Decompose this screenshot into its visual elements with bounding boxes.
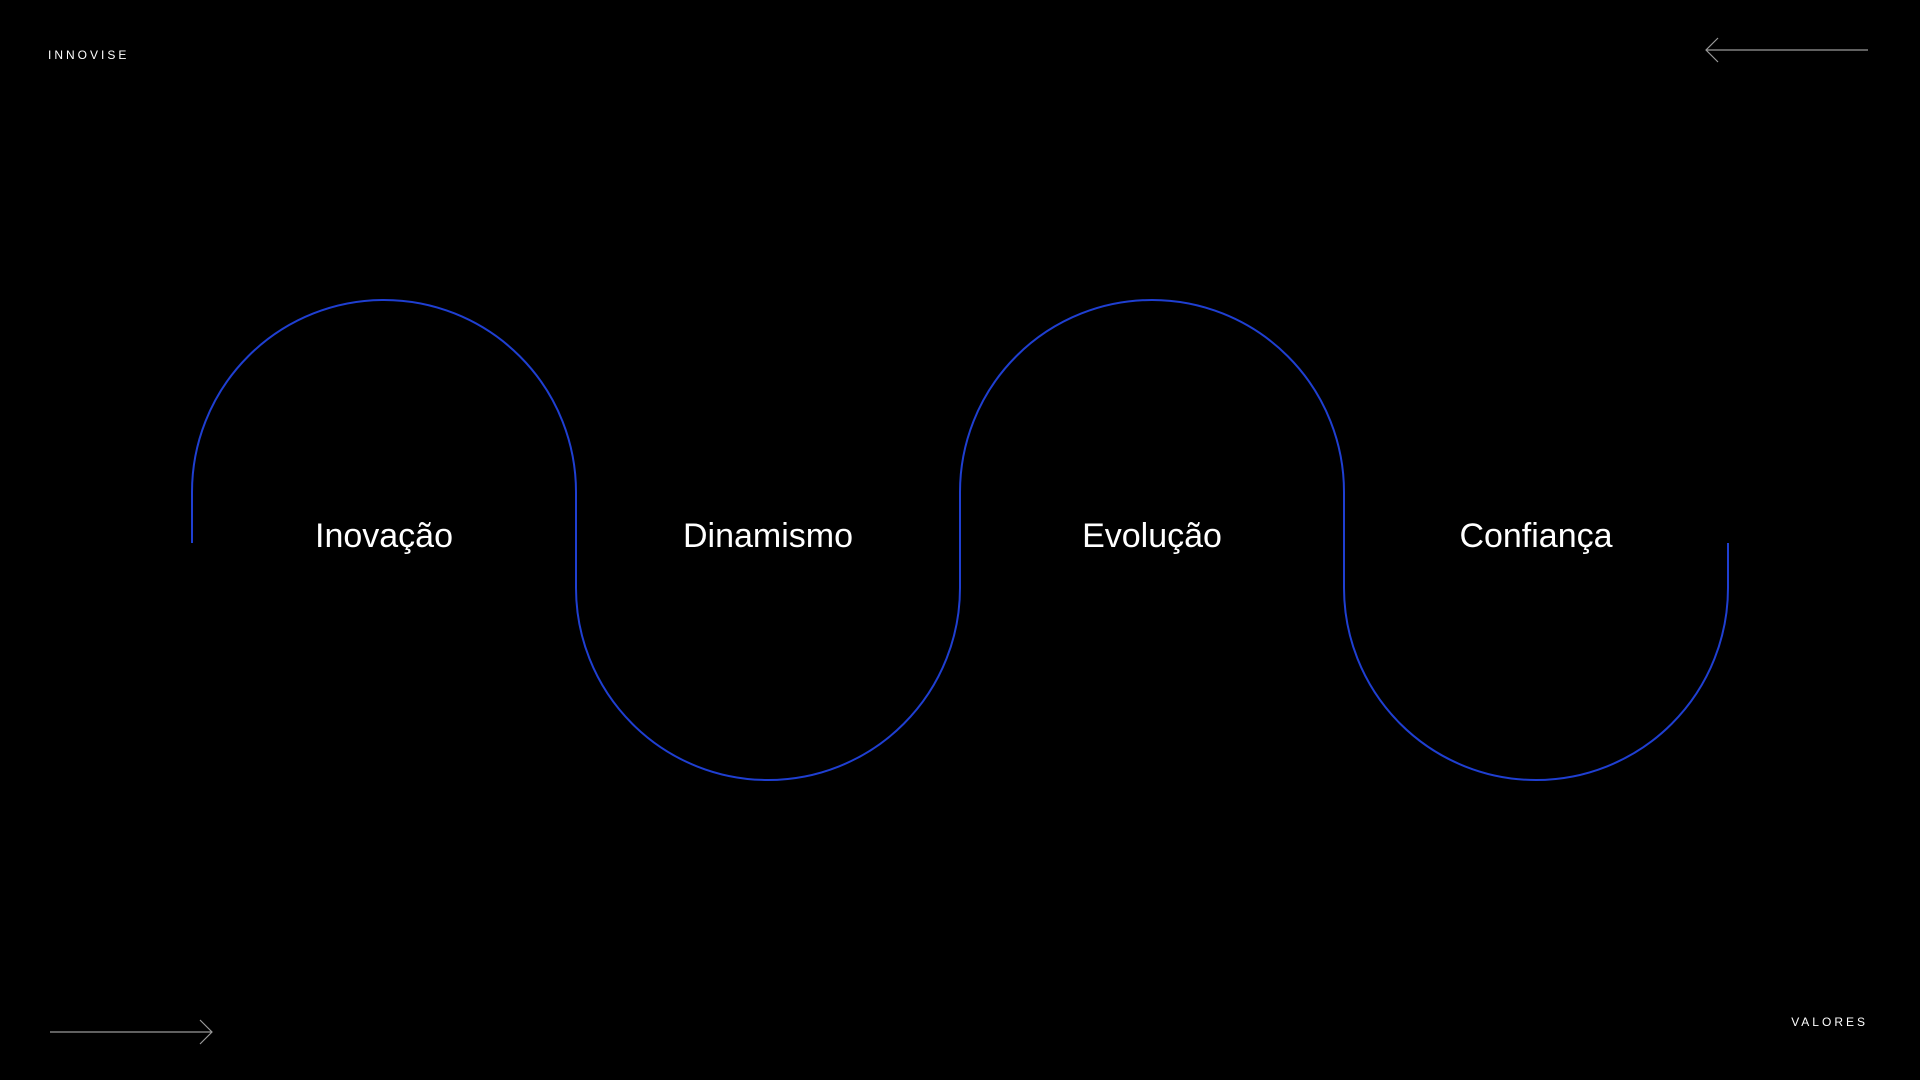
- section-title: VALORES: [1791, 1015, 1868, 1029]
- value-label-confianca: Confiança: [1459, 517, 1613, 555]
- previous-slide-button[interactable]: [1704, 36, 1870, 64]
- brand-logo-text: INNOVISE: [48, 48, 130, 62]
- arrow-right-icon: [50, 1019, 213, 1045]
- next-slide-button[interactable]: [48, 1018, 214, 1046]
- value-label-dinamismo: Dinamismo: [682, 517, 854, 555]
- value-label-evolucao: Evolução: [1082, 517, 1222, 555]
- value-label-inovacao: Inovação: [315, 517, 453, 555]
- arrow-left-icon: [1705, 37, 1868, 63]
